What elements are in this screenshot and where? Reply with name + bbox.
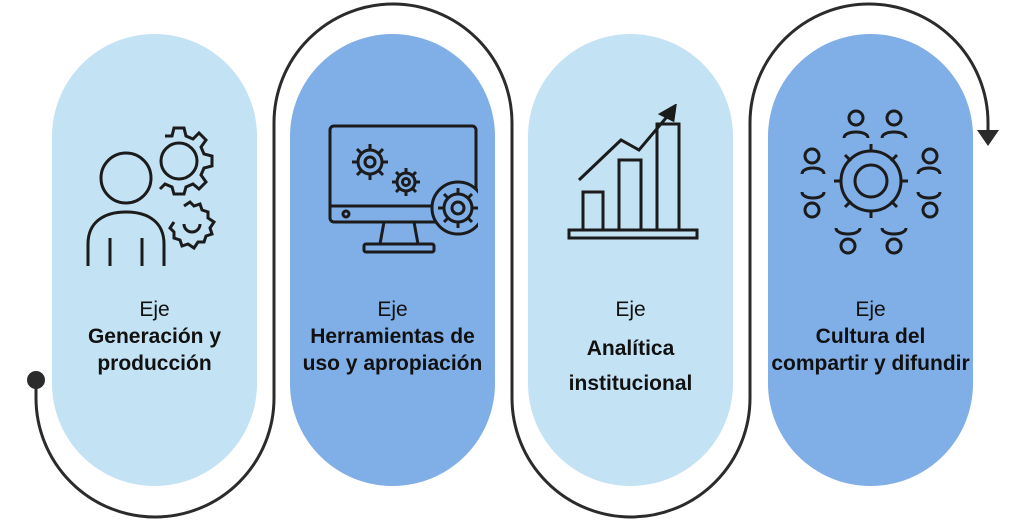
axis-prefix: Eje	[855, 298, 886, 321]
axis-title: Generación y producción	[87, 325, 222, 375]
connector-path	[34, 2, 990, 519]
axis-title: Herramientas de uso y apropiación	[302, 325, 483, 375]
axis-card-1: Eje Generación y producción	[52, 34, 257, 486]
axis-title: Cultura del compartir y difundir	[771, 325, 970, 375]
end-arrow-icon	[977, 130, 999, 146]
axis-card-4: Eje Cultura del compartir y difundir	[768, 34, 973, 486]
axis-prefix: Eje	[139, 298, 170, 321]
axis-prefix: Eje	[377, 298, 408, 321]
axis-label-3: Eje Analítica institucional	[528, 296, 733, 401]
axis-title: Analítica institucional	[568, 337, 693, 395]
axis-label-1: Eje Generación y producción	[52, 296, 257, 377]
monitor-gears-icon	[328, 124, 478, 254]
user-gears-icon	[86, 126, 216, 266]
axis-card-2: Eje Herramientas de uso y apropiación	[290, 34, 495, 486]
axis-label-4: Eje Cultura del compartir y difundir	[768, 296, 973, 377]
bar-chart-growth-icon	[567, 104, 698, 240]
axis-card-3: Eje Analítica institucional	[528, 34, 733, 486]
start-dot	[27, 371, 45, 389]
axis-label-2: Eje Herramientas de uso y apropiación	[290, 296, 495, 377]
people-network-gear-icon	[800, 109, 941, 255]
axis-prefix: Eje	[615, 298, 646, 321]
